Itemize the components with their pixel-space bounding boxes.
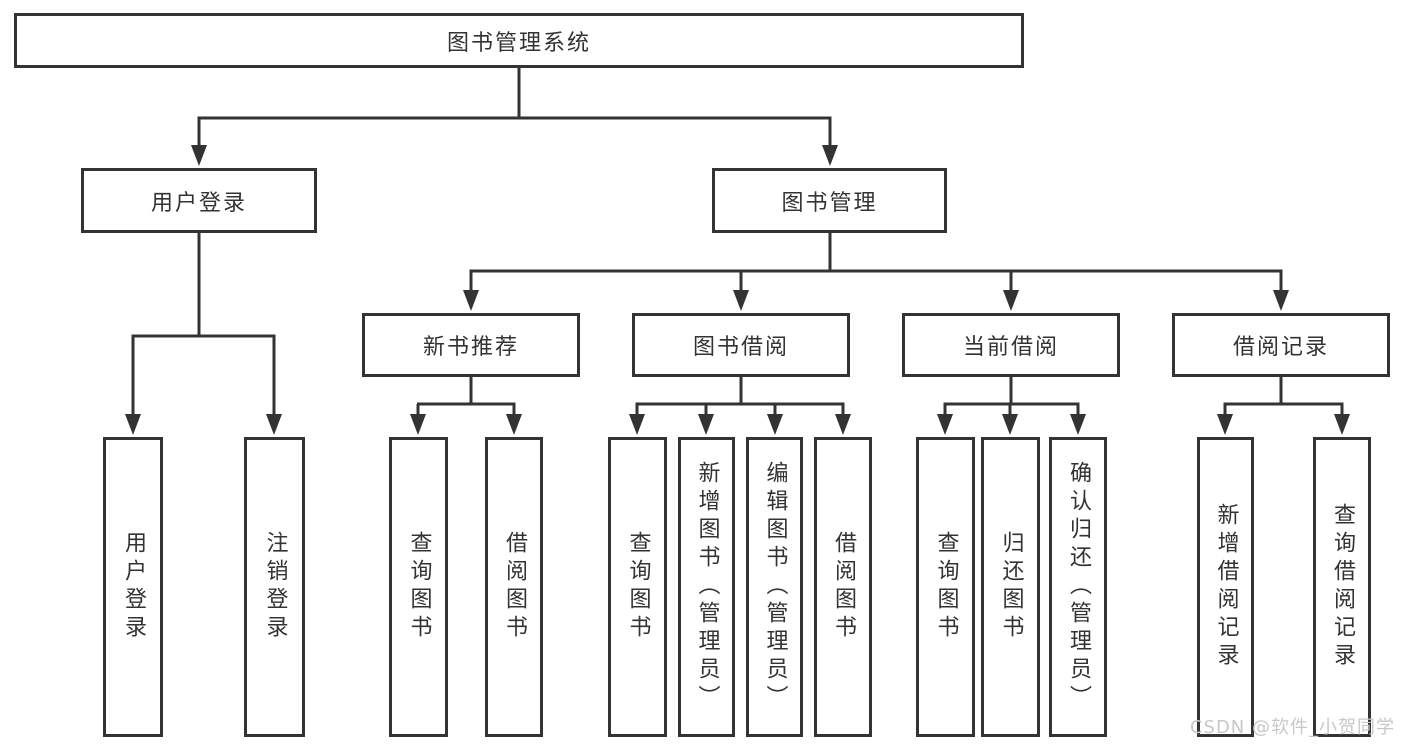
leaf-return-book: 归还图书 [981, 437, 1040, 737]
leaf-borrow-book-1: 借阅图书 [485, 437, 543, 737]
node-new-book-rec: 新书推荐 [362, 313, 580, 377]
node-book-borrow: 图书借阅 [632, 313, 850, 377]
watermark: CSDN @软件_小贺同学 [1189, 717, 1395, 738]
leaf-confirm-return-admin: 确认归还（管理员） [1049, 437, 1107, 737]
node-borrow-records: 借阅记录 [1172, 313, 1390, 377]
leaf-query-book-2: 查询图书 [608, 437, 667, 737]
connector-new-book-rec-to-leaves [410, 377, 522, 435]
connector-borrow-records-to-leaves [1217, 377, 1350, 435]
leaf-user-login: 用户登录 [103, 437, 163, 737]
node-root: 图书管理系统 [14, 13, 1024, 68]
leaf-query-book-3: 查询图书 [916, 437, 975, 737]
node-book-mgmt: 图书管理 [712, 168, 947, 233]
node-current-borrow: 当前借阅 [902, 313, 1120, 377]
connector-current-borrow-to-leaves [937, 377, 1086, 435]
leaf-edit-book-admin: 编辑图书（管理员） [746, 437, 803, 737]
connector-book-mgmt-to-level2 [463, 233, 1289, 311]
leaf-add-book-admin: 新增图书（管理员） [678, 437, 735, 737]
leaf-add-borrow-record: 新增借阅记录 [1197, 437, 1254, 737]
leaf-query-book-1: 查询图书 [389, 437, 448, 737]
node-user-login: 用户登录 [81, 168, 317, 233]
leaf-logout: 注销登录 [244, 437, 305, 737]
leaf-query-borrow-record: 查询借阅记录 [1313, 437, 1371, 737]
leaf-borrow-book-2: 借阅图书 [814, 437, 872, 737]
connector-root-to-level1 [191, 68, 838, 166]
connector-user-login-to-leaves [125, 233, 282, 435]
connector-book-borrow-to-leaves [629, 377, 851, 435]
